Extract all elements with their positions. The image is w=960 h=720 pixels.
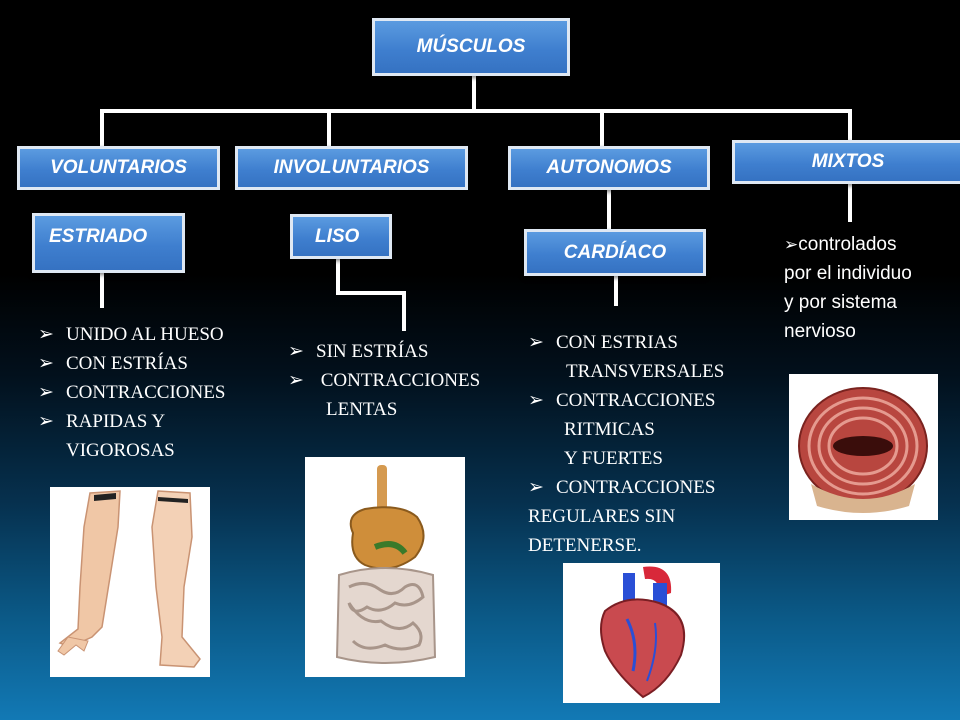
arm-leg-illustration: [57, 490, 201, 668]
list-item-continuation: TRANSVERSALES: [566, 361, 725, 382]
list-item-continuation: REGULARES SIN: [528, 506, 676, 527]
list-item-continuation: VIGOROSAS: [66, 440, 175, 461]
connector-liso-drop: [402, 291, 406, 331]
arm-leg-muscle-image: [50, 487, 210, 677]
list-item: ➢CONTRACCIONES: [528, 473, 724, 502]
arrow-bullet-icon: ➢: [528, 332, 544, 353]
connector-root-down: [472, 75, 476, 111]
connector-liso-down: [336, 258, 340, 294]
list-item: ➢RAPIDAS Y: [38, 407, 225, 436]
connector-to-mixtos: [848, 109, 852, 141]
list-item: ➢CON ESTRIAS: [528, 328, 724, 357]
connector-liso-horizontal: [336, 291, 406, 295]
connector-horizontal-bar: [100, 109, 852, 113]
digestive-system-image: [305, 457, 465, 677]
connector-to-voluntarios: [100, 109, 104, 149]
heart-image: [563, 563, 720, 703]
list-item-continuation: LENTAS: [326, 399, 398, 420]
type-box-estriado: ESTRIADO: [32, 213, 185, 273]
connector-cardiaco-down: [614, 276, 618, 306]
arrow-bullet-icon: ➢: [38, 382, 54, 403]
arrow-bullet-icon: ➢: [528, 477, 544, 498]
type-box-liso: LISO: [290, 214, 392, 259]
cardiaco-characteristics: ➢CON ESTRIAS TRANSVERSALES ➢CONTRACCIONE…: [528, 328, 724, 560]
category-box-involuntarios: INVOLUNTARIOS: [235, 146, 468, 190]
list-item: ➢CONTRACCIONES: [528, 386, 724, 415]
connector-to-involuntarios: [327, 109, 331, 149]
arrow-bullet-icon: ➢: [784, 235, 799, 254]
arrow-bullet-icon: ➢: [288, 341, 304, 362]
connector-estriado-down: [100, 272, 104, 308]
list-item: ➢ CONTRACCIONES: [288, 366, 480, 395]
estriado-characteristics: ➢UNIDO AL HUESO ➢CON ESTRÍAS ➢CONTRACCIO…: [38, 320, 225, 465]
list-item: ➢CONTRACCIONES: [38, 378, 225, 407]
connector-mixtos-down: [848, 184, 852, 222]
list-item: ➢UNIDO AL HUESO: [38, 320, 225, 349]
category-box-mixtos: MIXTOS: [732, 140, 960, 184]
sphincter-muscle-image: [789, 374, 938, 520]
list-item: ➢SIN ESTRÍAS: [288, 337, 480, 366]
connector-autonomos-cardiaco: [607, 190, 611, 232]
category-box-autonomos: AUTONOMOS: [508, 146, 710, 190]
arrow-bullet-icon: ➢: [38, 353, 54, 374]
heart-illustration: [600, 566, 686, 699]
arrow-bullet-icon: ➢: [38, 324, 54, 345]
sphincter-illustration: [798, 387, 928, 513]
connector-to-autonomos: [600, 109, 604, 149]
category-box-voluntarios: VOLUNTARIOS: [17, 146, 220, 190]
list-item-continuation: DETENERSE.: [528, 535, 642, 556]
digestive-illustration: [335, 465, 437, 664]
mixtos-description: ➢controlados por el individuo y por sist…: [784, 234, 912, 342]
list-item-continuation: RITMICAS: [564, 419, 655, 440]
arrow-bullet-icon: ➢: [288, 370, 304, 391]
liso-characteristics: ➢SIN ESTRÍAS ➢ CONTRACCIONES LENTAS: [288, 337, 480, 424]
arrow-bullet-icon: ➢: [38, 411, 54, 432]
list-item: ➢CON ESTRÍAS: [38, 349, 225, 378]
list-item-continuation: Y FUERTES: [564, 448, 663, 469]
root-box-musculos: MÚSCULOS: [372, 18, 570, 76]
type-box-cardiaco: CARDÍACO: [524, 229, 706, 276]
arrow-bullet-icon: ➢: [528, 390, 544, 411]
